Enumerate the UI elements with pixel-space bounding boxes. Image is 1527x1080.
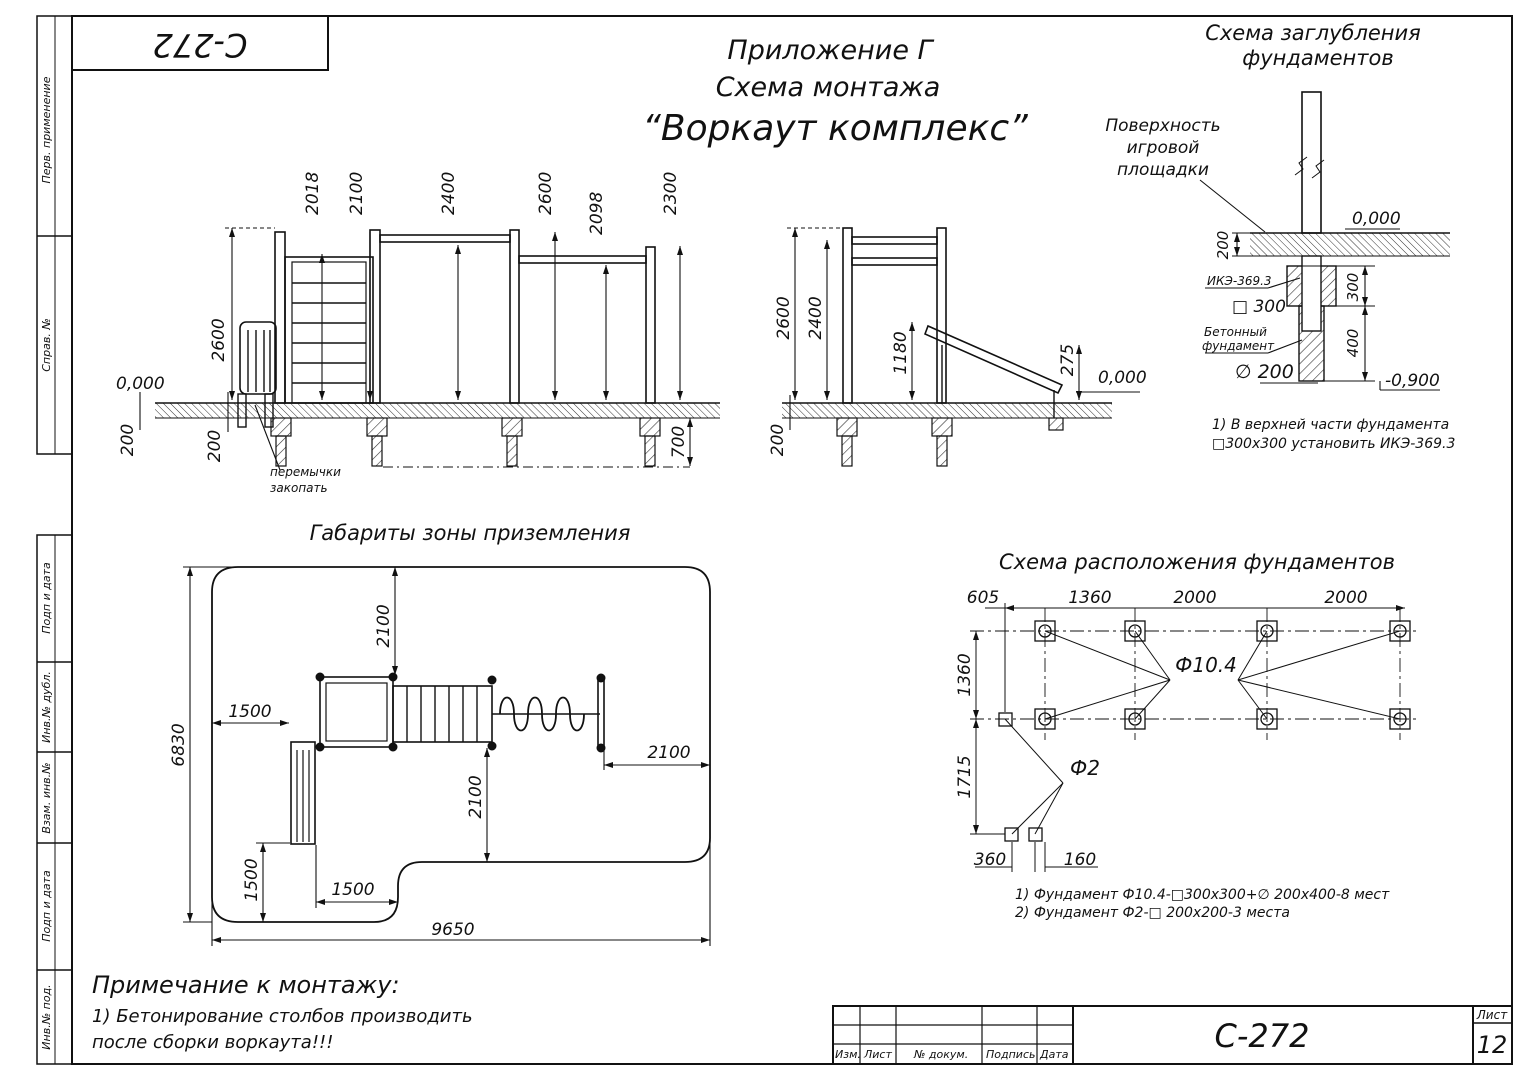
layout-note-2: 2) Фундамент Ф2-□ 200х200-3 места xyxy=(1015,905,1290,921)
code-rotated: С-272 xyxy=(153,26,248,64)
side-label-sign-date-1: Подп и дата xyxy=(40,562,53,634)
side-label-sign-date-2: Подп и дата xyxy=(40,870,53,942)
depth-dia200: ∅ 200 xyxy=(1235,361,1294,383)
layout-dim-2000-a: 2000 xyxy=(1173,588,1216,608)
depth-note-1: 1) В верхней части фундамента xyxy=(1212,417,1449,433)
layout-dim-1715: 1715 xyxy=(955,755,975,798)
side-label-inv-dup: Инв.№ дубл. xyxy=(40,671,53,743)
depth-note-2: □300х300 установить ИКЭ-369.3 xyxy=(1212,436,1455,452)
front-note-line1: перемычки xyxy=(270,465,341,479)
landing-dim-bottom-1500-v: 1500 xyxy=(242,858,262,901)
landing-zone-labels: 2100 1500 6830 2100 2100 1500 1500 9650 xyxy=(169,604,691,940)
depth-level-bottom: -0,900 xyxy=(1385,371,1440,391)
front-view-labels: 0,000 2018 2100 2400 2600 2098 2300 2600… xyxy=(116,172,689,495)
side-dim-1180: 1180 xyxy=(891,331,911,374)
front-dim-2600: 2600 xyxy=(536,172,556,215)
depth-concrete-2: фундамент xyxy=(1202,339,1275,353)
landing-dim-top-2100: 2100 xyxy=(374,604,394,647)
landing-dim-6830: 6830 xyxy=(169,723,189,766)
layout-title: Схема расположения фундаментов xyxy=(999,550,1395,574)
landing-dim-left-1500: 1500 xyxy=(228,702,271,722)
mount-note-line2: после сборки воркаута!!! xyxy=(92,1032,333,1053)
front-dim-2098: 2098 xyxy=(587,192,607,235)
front-view xyxy=(139,227,720,471)
landing-dim-bottom-1500-h: 1500 xyxy=(331,880,374,900)
depth-scheme-labels: Схема заглубления фундаментов Поверхност… xyxy=(1105,21,1455,452)
tb-code: С-272 xyxy=(1215,1017,1310,1055)
mount-note-line1: 1) Бетонирование столбов производить xyxy=(92,1006,473,1027)
side-label-first-use: Перв. применение xyxy=(40,76,53,183)
side-dim-2600: 2600 xyxy=(774,296,794,339)
front-level: 0,000 xyxy=(116,374,165,394)
depth-ike: ИКЭ-369.3 xyxy=(1207,274,1272,288)
side-dim-275: 275 xyxy=(1058,344,1078,376)
tb-sheet-label: Лист xyxy=(1476,1008,1508,1022)
layout-label-f2: Ф2 xyxy=(1070,756,1100,780)
depth-sq300: □ 300 xyxy=(1232,297,1286,317)
front-dim-200-a: 200 xyxy=(118,424,138,456)
depth-dim-300: 300 xyxy=(1344,273,1362,302)
side-label-inv-orig: Инв.№ под. xyxy=(40,984,53,1049)
landing-dim-right-2100: 2100 xyxy=(647,743,690,763)
appendix-title: Приложение Г xyxy=(727,35,934,66)
side-view xyxy=(782,227,1140,467)
sheet-frame xyxy=(36,15,1513,1065)
tb-sheet-no: 12 xyxy=(1477,1031,1508,1059)
layout-dim-605: 605 xyxy=(967,588,999,608)
tb-col-signature: Подпись xyxy=(986,1048,1035,1061)
depth-dim-400: 400 xyxy=(1344,329,1362,358)
landing-title: Габариты зоны приземления xyxy=(310,521,631,545)
layout-label-f104: Ф10.4 xyxy=(1175,653,1237,677)
depth-concrete-1: Бетонный xyxy=(1204,325,1267,339)
side-label-repl-inv: Взам. инв.№ xyxy=(40,762,53,833)
depth-title-2: фундаментов xyxy=(1242,46,1393,70)
front-dim-2018: 2018 xyxy=(303,172,323,215)
front-note-line2: закопать xyxy=(270,481,328,495)
side-level: 0,000 xyxy=(1098,368,1147,388)
side-labels: Перв. применение Справ. № Подп и дата Ин… xyxy=(40,76,53,1049)
layout-dim-1360-top: 1360 xyxy=(1068,588,1111,608)
depth-surface-1: Поверхность xyxy=(1105,116,1220,136)
scheme-title: Схема монтажа xyxy=(716,72,941,103)
front-dim-2300: 2300 xyxy=(661,172,681,215)
foundation-layout-labels: 605 1360 2000 2000 1360 1715 Ф10.4 Ф2 36… xyxy=(955,588,1390,921)
tb-col-docno: № докум. xyxy=(913,1048,968,1061)
depth-surface-2: игровой xyxy=(1127,138,1200,158)
landing-dim-mid-2100: 2100 xyxy=(466,775,486,818)
depth-surface-3: площадки xyxy=(1117,160,1209,180)
title-block-labels: Изм. Лист № докум. Подпись Дата С-272 Ли… xyxy=(835,1008,1508,1061)
landing-dim-9650: 9650 xyxy=(431,920,474,940)
depth-dim-200: 200 xyxy=(1214,231,1232,260)
side-dim-200: 200 xyxy=(768,424,788,456)
tb-col-sheet: Лист xyxy=(863,1048,892,1061)
layout-dim-360: 360 xyxy=(974,850,1006,870)
front-dim-2400: 2400 xyxy=(439,172,459,215)
front-dim-2100: 2100 xyxy=(347,172,367,215)
tb-col-date: Дата xyxy=(1039,1048,1069,1061)
depth-scheme xyxy=(1199,91,1450,391)
depth-level-top: 0,000 xyxy=(1352,209,1401,229)
front-dim-700: 700 xyxy=(669,426,689,458)
layout-dim-2000-b: 2000 xyxy=(1324,588,1367,608)
landing-zone xyxy=(183,566,711,946)
front-dim-200-b: 200 xyxy=(205,430,225,462)
layout-note-1: 1) Фундамент Ф10.4-□300х300+∅ 200х400-8 … xyxy=(1015,887,1390,903)
foundation-layout xyxy=(970,603,1420,872)
side-dim-2400: 2400 xyxy=(806,296,826,339)
layout-dim-160: 160 xyxy=(1064,850,1096,870)
side-label-ref-no: Справ. № xyxy=(40,318,53,372)
code-box xyxy=(71,15,329,71)
layout-dim-1360-left: 1360 xyxy=(955,653,975,696)
side-view-labels: 2600 2400 1180 275 0,000 200 xyxy=(768,296,1147,456)
product-title: “Воркаут комплекс” xyxy=(642,108,1028,149)
front-dim-2600-left: 2600 xyxy=(209,318,229,361)
mount-note-title: Примечание к монтажу: xyxy=(92,971,400,999)
tb-col-change: Изм. xyxy=(835,1048,861,1061)
depth-title-1: Схема заглубления xyxy=(1205,21,1421,45)
title-block xyxy=(832,1005,1513,1065)
